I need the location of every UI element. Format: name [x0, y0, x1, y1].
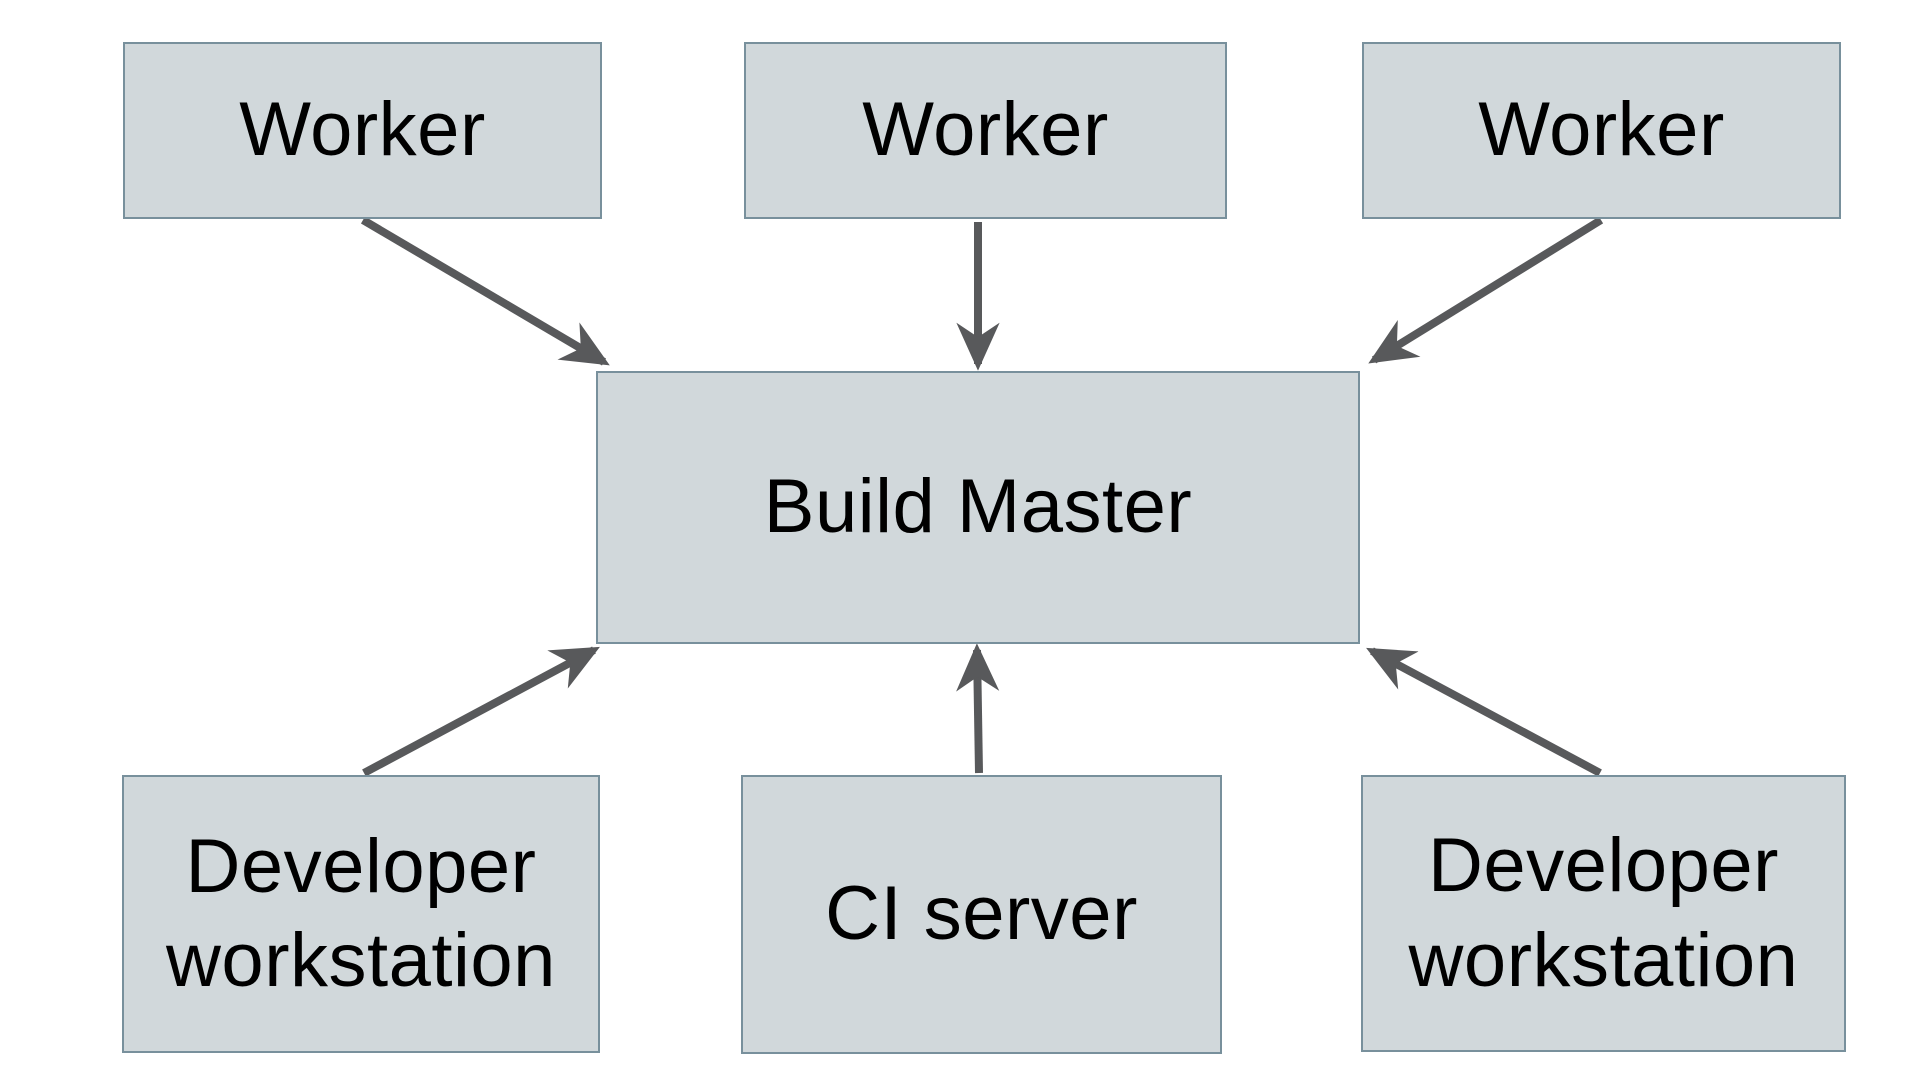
- node-developer-workstation-right: Developer workstation: [1361, 775, 1846, 1052]
- node-worker-3: Worker: [1362, 42, 1841, 219]
- node-build-master: Build Master: [596, 371, 1360, 644]
- node-worker-1-label: Worker: [239, 87, 486, 173]
- arrow-worker3-to-buildmaster: [1368, 216, 1604, 364]
- node-worker-3-label: Worker: [1478, 87, 1725, 173]
- arrow-ciserver-to-buildmaster: [956, 643, 1000, 774]
- node-developer-workstation-left-label: Developer workstation: [166, 823, 556, 1003]
- node-worker-2: Worker: [744, 42, 1227, 219]
- arrow-devworkstation-left-to-buildmaster: [362, 646, 600, 777]
- arrow-devworkstation-right-to-buildmaster: [1366, 647, 1602, 777]
- node-developer-workstation-left: Developer workstation: [122, 775, 600, 1053]
- node-ci-server: CI server: [741, 775, 1222, 1054]
- node-ci-server-label: CI server: [825, 871, 1138, 957]
- arrow-worker1-to-buildmaster: [360, 216, 610, 366]
- node-build-master-label: Build Master: [763, 464, 1193, 550]
- node-developer-workstation-right-label: Developer workstation: [1408, 823, 1799, 1003]
- node-worker-1: Worker: [123, 42, 602, 219]
- node-worker-2-label: Worker: [862, 87, 1109, 173]
